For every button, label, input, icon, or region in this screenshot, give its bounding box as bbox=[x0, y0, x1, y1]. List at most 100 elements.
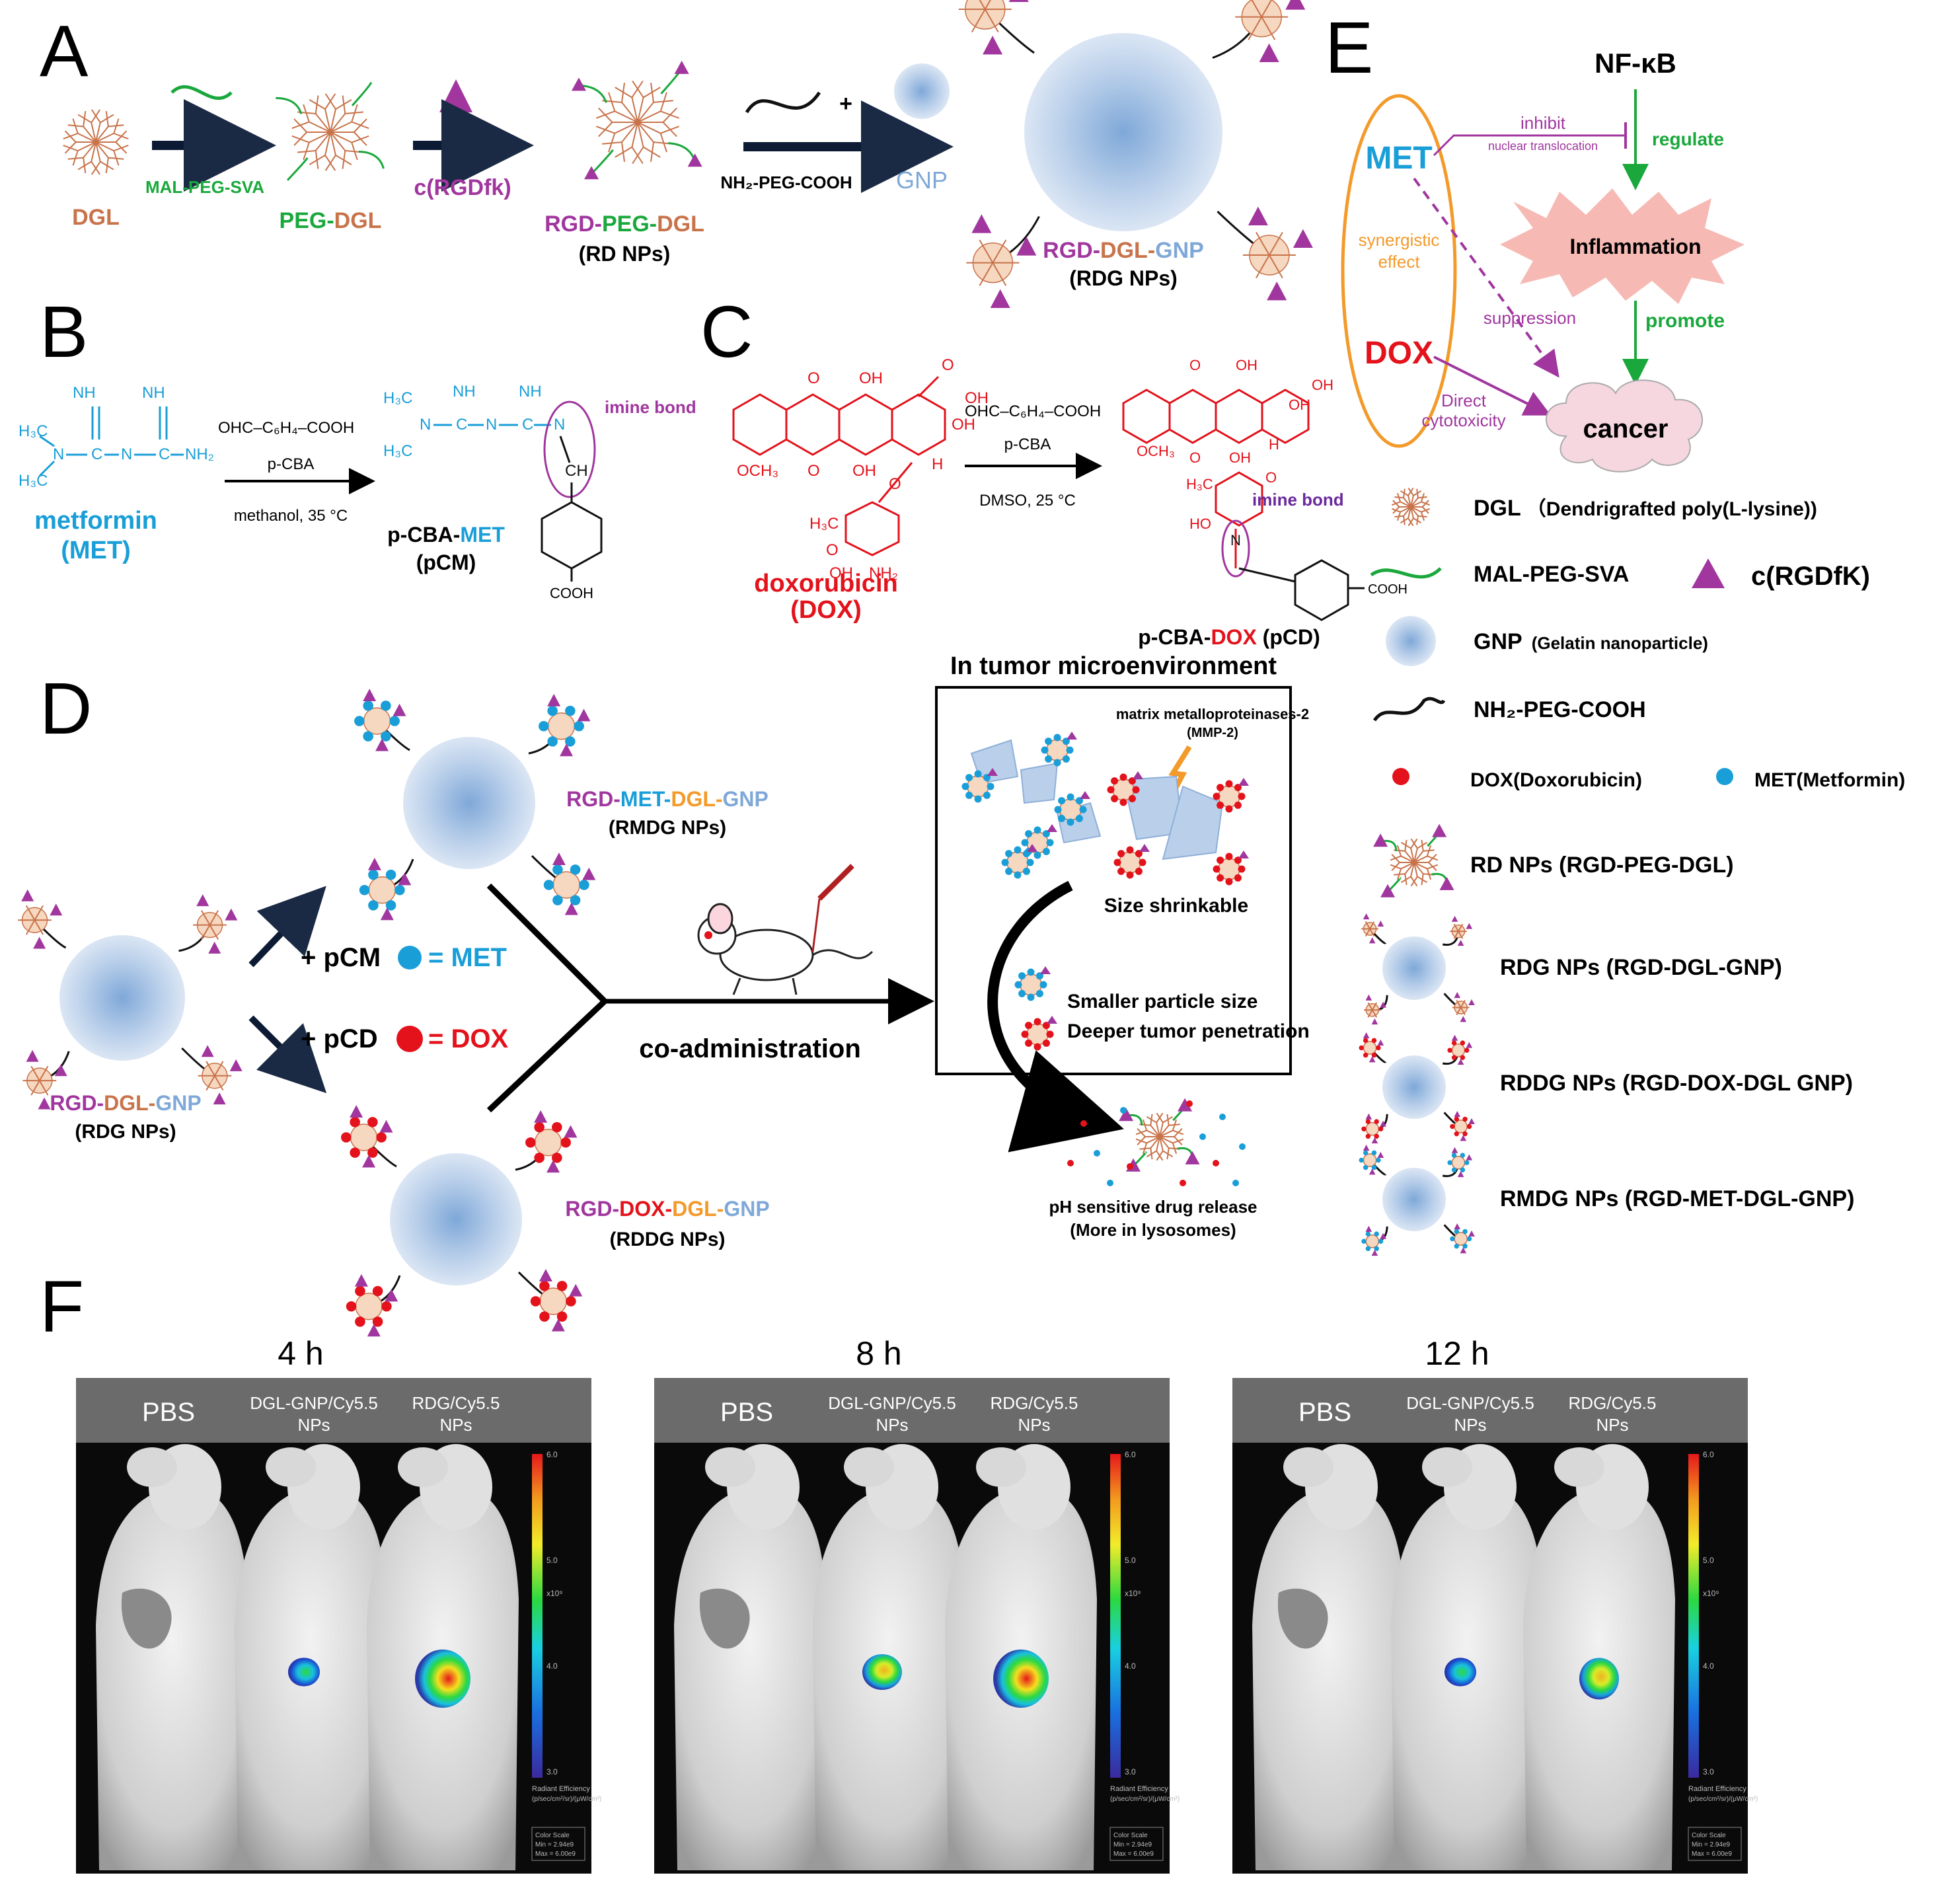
conditions-b: methanol, 35 °C bbox=[234, 507, 348, 525]
mouse-rdg-ear bbox=[398, 1447, 448, 1487]
mouse-pbs bbox=[96, 1486, 248, 1870]
colorbar-tick: 5.0 bbox=[546, 1556, 558, 1565]
color-scale-text: Max = 6.00e9 bbox=[1692, 1850, 1732, 1858]
nh2-peg-cooh-label: NH₂-PEG-COOH bbox=[720, 172, 852, 192]
color-scale-box bbox=[1109, 1827, 1164, 1861]
suppression-label: suppression bbox=[1483, 308, 1576, 328]
colorbar-tick: 6.0 bbox=[1703, 1450, 1714, 1459]
dgl-gnp-label: DGL-GNP/Cy5.5 bbox=[250, 1393, 378, 1413]
peg-dgl-label: PEG-DGL bbox=[280, 208, 382, 233]
arrow-d-down bbox=[248, 1015, 327, 1094]
met-nh-2: NH bbox=[142, 384, 165, 402]
color-scale-box bbox=[1688, 1827, 1742, 1861]
dgl-gnp-label-nps: NPs bbox=[297, 1415, 330, 1435]
svg-text:OH: OH bbox=[1289, 397, 1310, 413]
rdg-np-d-abbr: (RDG NPs) bbox=[75, 1121, 176, 1143]
crgdfk-label: c(RGDfk) bbox=[414, 175, 511, 200]
drug-release-icon bbox=[1067, 1098, 1246, 1186]
panel-letter-b: B bbox=[40, 291, 88, 373]
mouse-pbs-ear bbox=[705, 1447, 755, 1487]
rdg-np-abbr: (RDG NPs) bbox=[1069, 266, 1178, 290]
radiant-efficiency-label: Radiant Efficiency bbox=[532, 1785, 590, 1793]
nh2-peg-cooh-icon bbox=[745, 91, 821, 114]
color-scale-text: Color Scale bbox=[1692, 1832, 1726, 1839]
svg-text:H₃C: H₃C bbox=[1186, 476, 1213, 492]
legend-nh2-peg-cooh: NH₂-PEG-COOH bbox=[1474, 697, 1646, 722]
met-nh2: NH₂ bbox=[185, 445, 214, 463]
svg-text:OH: OH bbox=[952, 416, 975, 434]
rmdg-np-label: RGD-MET-DGL-GNP bbox=[566, 787, 769, 811]
met-n-2: N bbox=[121, 445, 132, 463]
pcba-structure-b: OHC–C₆H₄–COOH bbox=[218, 419, 354, 437]
merge-line-top bbox=[486, 883, 607, 1004]
promote-label: promote bbox=[1645, 310, 1725, 332]
pbs-liver-shadow bbox=[699, 1588, 750, 1649]
legend-rdg-np: RDG NPs (RGD-DGL-GNP) bbox=[1500, 955, 1782, 980]
legend-mal-peg-sva: MAL-PEG-SVA bbox=[1474, 562, 1629, 587]
pbs-label: PBS bbox=[720, 1398, 773, 1427]
panel-b: B NH NH H₃C H₃C N C N C NH₂ metformin (M… bbox=[19, 291, 696, 601]
nuclear-translocation-label: nuclear translocation bbox=[1488, 139, 1598, 153]
effect-label: effect bbox=[1378, 252, 1420, 272]
small-dox-cluster bbox=[1021, 1016, 1057, 1051]
panel-letter-a: A bbox=[40, 11, 89, 92]
svg-text:OH: OH bbox=[1229, 449, 1251, 466]
rddg-np-abbr: (RDDG NPs) bbox=[609, 1229, 725, 1250]
panel-c: C O OH O OH OH O OH OCH₃ H O H₃C O OH NH… bbox=[700, 291, 1408, 649]
colorbar-tick: 4.0 bbox=[1125, 1661, 1136, 1671]
colorbar-tick: 6.0 bbox=[546, 1450, 558, 1459]
timepoint-label: 12 h bbox=[1425, 1335, 1489, 1372]
mal-peg-sva-label: MAL-PEG-SVA bbox=[145, 177, 264, 197]
mouse-pbs bbox=[674, 1486, 826, 1870]
mouse-pbs bbox=[1252, 1486, 1404, 1870]
rdg-label: RDG/Cy5.5 bbox=[412, 1393, 500, 1413]
rd-np-label: RGD-PEG-DGL bbox=[544, 211, 704, 237]
inflammation-label: Inflammation bbox=[1569, 235, 1701, 258]
svg-text:NH: NH bbox=[519, 383, 542, 400]
rd-np-icon bbox=[571, 60, 702, 180]
pcba-label-c: p-CBA bbox=[1004, 436, 1051, 453]
rdg-np-d-icon bbox=[18, 889, 243, 1110]
broken-gnp-fragments bbox=[970, 739, 1224, 860]
panel-letter-c: C bbox=[700, 291, 753, 373]
metformin-structure: NH NH H₃C H₃C N C N C NH₂ bbox=[19, 384, 214, 490]
rddg-np-icon bbox=[341, 1105, 583, 1337]
legend-gnp: GNP(Gelatin nanoparticle) bbox=[1474, 629, 1708, 654]
rddg-np-label: RGD-DOX-DGL-GNP bbox=[565, 1197, 769, 1221]
rdg-tumor-signal bbox=[415, 1649, 470, 1708]
tumor-title: In tumor microenvironment bbox=[950, 652, 1277, 680]
svg-text:OH: OH bbox=[1312, 377, 1333, 393]
eq-dox-label: = DOX bbox=[428, 1024, 508, 1053]
svg-text:N: N bbox=[1230, 532, 1241, 549]
peg-chain-icon bbox=[170, 85, 233, 100]
mouse-dgl-gnp-ear bbox=[844, 1447, 894, 1487]
legend: DGL（Dendrigrafted poly(L-lysine)) MAL-PE… bbox=[1359, 487, 1905, 1256]
color-scale-text: Max = 6.00e9 bbox=[1113, 1850, 1154, 1858]
pcm-label: p-CBA-MET bbox=[387, 523, 505, 547]
svg-text:NH: NH bbox=[453, 383, 476, 400]
legend-dox-icon bbox=[1392, 768, 1409, 785]
ph-release-label: pH sensitive drug release bbox=[1049, 1197, 1257, 1217]
svg-text:H₃C: H₃C bbox=[383, 442, 412, 460]
svg-text:O: O bbox=[1189, 449, 1201, 466]
svg-text:N: N bbox=[486, 416, 497, 434]
svg-text:N: N bbox=[420, 416, 431, 434]
pcba-structure-c: OHC–C₆H₄–COOH bbox=[965, 402, 1101, 420]
regulate-label: regulate bbox=[1652, 129, 1724, 149]
e-met-label: MET bbox=[1365, 141, 1432, 176]
imaging-header-bar bbox=[76, 1378, 591, 1443]
tumor-met-clusters bbox=[961, 732, 1090, 879]
colorbar-unit: x10⁹ bbox=[546, 1589, 563, 1598]
colorbar bbox=[532, 1454, 543, 1778]
legend-rmdg-np: RMDG NPs (RGD-MET-DGL-GNP) bbox=[1500, 1186, 1854, 1211]
cytotoxicity-label: cytotoxicity bbox=[1421, 410, 1505, 430]
rdg-label: RDG/Cy5.5 bbox=[1569, 1393, 1657, 1413]
dgl-gnp-tumor-signal bbox=[1445, 1657, 1476, 1687]
pcd-label: p-CBA-DOX (pCD) bbox=[1138, 625, 1320, 649]
svg-text:H: H bbox=[1269, 436, 1279, 453]
colorbar-tick: 3.0 bbox=[1703, 1767, 1714, 1776]
plus-sign: + bbox=[839, 91, 852, 116]
pcd-structure bbox=[1122, 389, 1365, 621]
